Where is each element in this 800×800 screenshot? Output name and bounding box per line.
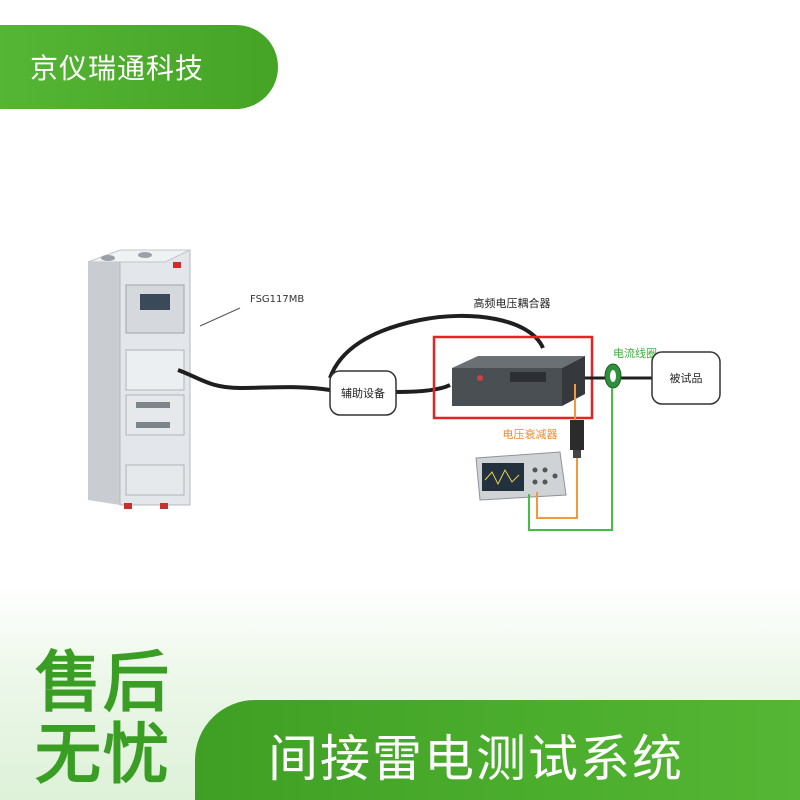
attenuator-label: 电压衰减器 bbox=[503, 427, 558, 441]
eut-box bbox=[651, 351, 721, 405]
brand-banner: 京仪瑞通科技 bbox=[0, 25, 278, 109]
oscilloscope bbox=[475, 451, 567, 501]
current-coil bbox=[604, 363, 622, 389]
voltage-coupler bbox=[452, 356, 585, 406]
slogan-line-2: 无忧 bbox=[35, 716, 171, 793]
slogan-line-1: 售后 bbox=[35, 644, 171, 721]
brand-name: 京仪瑞通科技 bbox=[30, 52, 205, 85]
footer-area: 售后 无忧 间接雷电测试系统 bbox=[0, 585, 800, 800]
coupler-label: 高频电压耦合器 bbox=[474, 296, 551, 310]
title-bar bbox=[195, 700, 800, 800]
product-title: 间接雷电测试系统 bbox=[268, 730, 684, 788]
aux-device-label: 辅助设备 bbox=[341, 386, 385, 400]
current-coil-label: 电流线圈 bbox=[613, 346, 657, 360]
eut-label: 被试品 bbox=[670, 372, 703, 385]
generator-label: FSG117MB bbox=[250, 294, 304, 305]
slogan: 售后 无忧 bbox=[35, 647, 195, 791]
voltage-attenuator bbox=[570, 384, 584, 458]
generator-cabinet bbox=[87, 249, 191, 509]
aux-device-box bbox=[329, 370, 397, 416]
